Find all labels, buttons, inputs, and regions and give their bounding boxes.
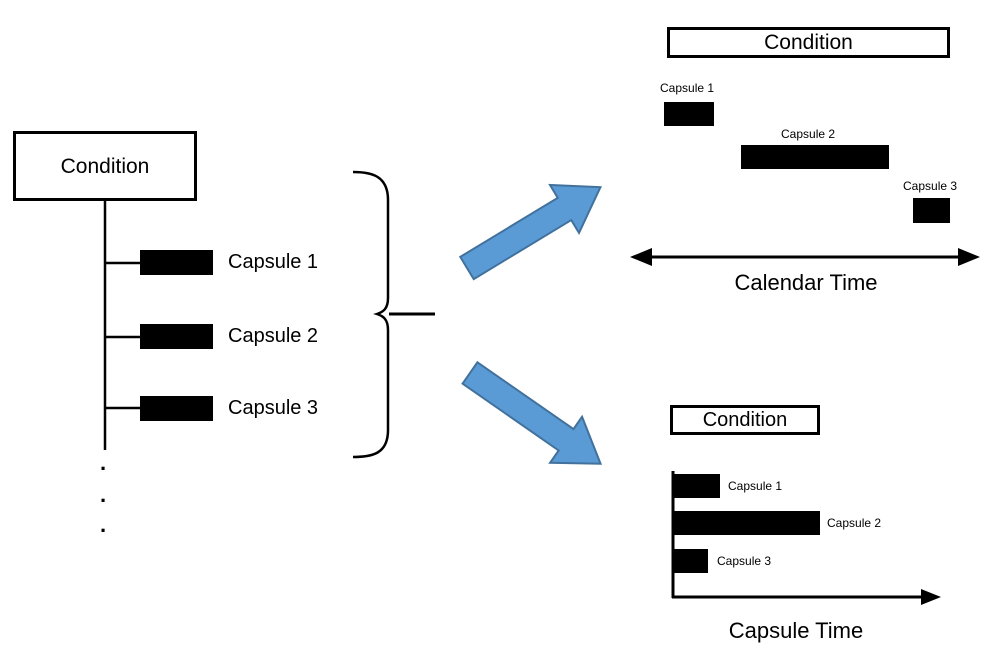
grouping-brace: [352, 170, 390, 459]
capsule-bar: [140, 324, 213, 349]
capsule-bar: [140, 250, 213, 275]
calendar-capsule-bar: [664, 102, 714, 126]
condition-label: Condition: [702, 409, 788, 431]
capsule-time-label: Capsule 2: [827, 516, 882, 530]
calendar-capsule-bar: [741, 145, 889, 169]
capsule-time-label: Capsule 3: [717, 554, 772, 568]
ellipsis-dot: .: [100, 512, 107, 537]
tree-lines: [103, 200, 140, 450]
calendar-time-axis: [630, 248, 980, 266]
calendar-capsule-label: Capsule 1: [660, 81, 715, 95]
calendar-capsule-bar: [913, 198, 950, 223]
capsule-time-label: Capsule 1: [728, 479, 783, 493]
condition-box-capsule-time: Condition: [670, 405, 820, 435]
capsule-time-axes: [671, 471, 941, 605]
capsule-label: Capsule 3: [228, 397, 319, 419]
capsule-label: Capsule 1: [228, 251, 319, 273]
condition-label: Condition: [60, 154, 150, 178]
transform-arrow-up-icon: [458, 183, 602, 281]
condition-box-source: Condition: [13, 131, 197, 201]
transform-arrow-down-icon: [461, 360, 603, 465]
calendar-capsule-label: Capsule 2: [781, 127, 836, 141]
ellipsis-dot: .: [100, 482, 107, 507]
capsule-time-bar: [674, 549, 708, 573]
capsule-bar: [140, 396, 213, 421]
capsule-time-bar: [674, 474, 720, 498]
condition-box-calendar: Condition: [667, 27, 950, 58]
arrowhead-right-icon: [958, 248, 980, 266]
arrowhead-left-icon: [630, 248, 652, 266]
capsule-time-bar: [674, 511, 820, 535]
calendar-axis-label: Calendar Time: [734, 270, 878, 295]
ellipsis-dot: .: [100, 450, 107, 475]
calendar-capsule-label: Capsule 3: [903, 179, 958, 193]
condition-label: Condition: [764, 31, 853, 54]
x-axis-arrowhead-icon: [921, 589, 941, 605]
capsule-label: Capsule 2: [228, 325, 319, 347]
capsule-axis-label: Capsule Time: [728, 618, 864, 643]
